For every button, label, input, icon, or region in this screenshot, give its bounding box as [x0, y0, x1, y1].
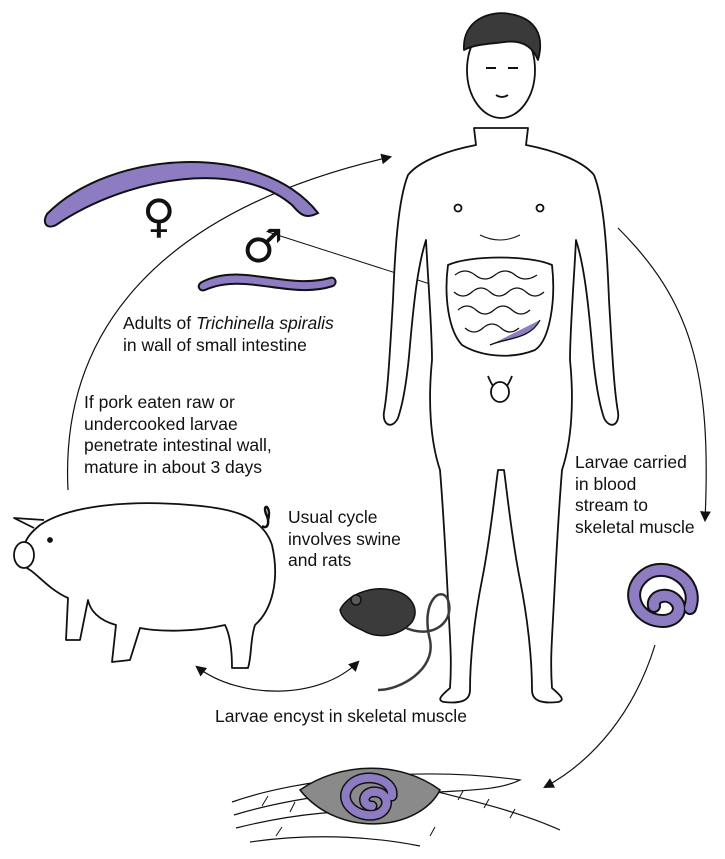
female-symbol: ♀	[142, 189, 176, 243]
rat	[340, 589, 449, 690]
muscle-cyst	[232, 768, 560, 846]
male-symbol: ♂	[242, 219, 283, 273]
label-encyst: Larvae encyst in skeletal muscle	[215, 706, 467, 728]
label-adults: Adults of Trichinella spiralis in wall o…	[123, 313, 334, 356]
label-pork: If pork eaten raw or undercooked larvae …	[84, 392, 272, 478]
label-blood-stream: Larvae carried in blood stream to skelet…	[575, 452, 695, 538]
label-pork-line-4: mature in about 3 days	[84, 457, 272, 479]
human-figure	[384, 13, 619, 702]
label-adults-line-1: Adults of Trichinella spiralis	[123, 313, 334, 335]
label-cycle-line-1: Usual cycle	[288, 507, 401, 529]
label-pork-line-1: If pork eaten raw or	[84, 392, 272, 414]
label-blood-line-1: Larvae carried	[575, 452, 695, 474]
arrow-larva-to-muscle	[545, 645, 655, 787]
arrow-pig-rat-cycle	[197, 662, 358, 691]
label-pork-line-2: undercooked larvae	[84, 414, 272, 436]
label-pork-line-3: penetrate intestinal wall,	[84, 435, 272, 457]
species-name: Trichinella spiralis	[196, 313, 334, 333]
pig	[14, 503, 275, 668]
label-blood-line-4: skeletal muscle	[575, 517, 695, 539]
coiled-larva	[634, 570, 692, 621]
label-usual-cycle: Usual cycle involves swine and rats	[288, 507, 401, 572]
label-adults-line-2: in wall of small intestine	[123, 335, 334, 357]
label-blood-line-2: in blood	[575, 474, 695, 496]
label-blood-line-3: stream to	[575, 495, 695, 517]
female-worm	[45, 162, 318, 227]
male-worm	[199, 275, 336, 291]
label-cycle-line-3: and rats	[288, 550, 401, 572]
label-cycle-line-2: involves swine	[288, 529, 401, 551]
